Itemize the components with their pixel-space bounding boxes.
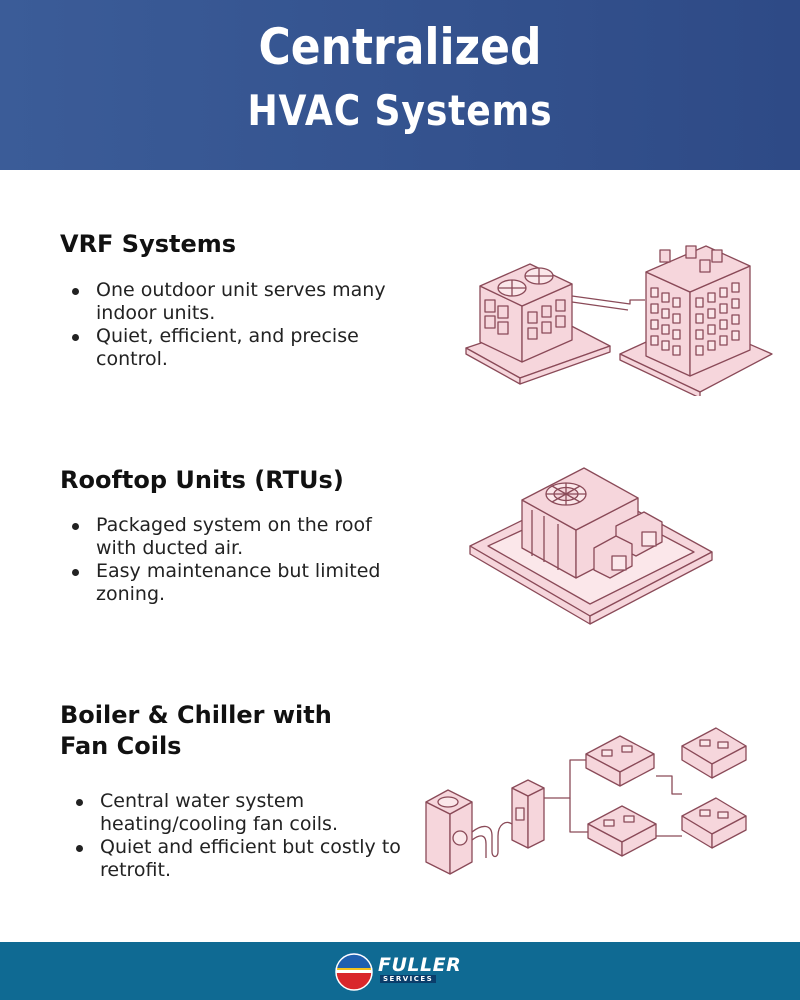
logo-wordmark: FULLER bbox=[378, 954, 462, 976]
bullet-list-boiler-chiller: Central water system heating/cooling fan… bbox=[74, 790, 404, 882]
section-title-boiler-chiller-line2: Fan Coils bbox=[60, 732, 182, 760]
bullet-item: Quiet, efficient, and precise control. bbox=[70, 325, 410, 371]
bullet-item: Central water system heating/cooling fan… bbox=[74, 790, 404, 836]
section-title-rtu: Rooftop Units (RTUs) bbox=[60, 466, 344, 494]
page-title-line1: Centralized bbox=[258, 18, 542, 76]
bullet-item: One outdoor unit serves many indoor unit… bbox=[70, 279, 410, 325]
page-header: Centralized HVAC Systems bbox=[0, 0, 800, 170]
boiler-chiller-illustration bbox=[425, 727, 747, 875]
bullet-list-rtu: Packaged system on the roof with ducted … bbox=[70, 514, 390, 606]
page-title-line2: HVAC Systems bbox=[247, 86, 553, 135]
logo-tagline: SERVICES bbox=[380, 975, 437, 983]
bullet-list-vrf: One outdoor unit serves many indoor unit… bbox=[70, 279, 410, 371]
vrf-illustration bbox=[465, 245, 773, 396]
rtu-illustration bbox=[469, 467, 713, 625]
fuller-logo-icon bbox=[335, 952, 373, 991]
bullet-item: Quiet and efficient but costly to retrof… bbox=[74, 836, 404, 882]
section-title-vrf: VRF Systems bbox=[60, 230, 237, 258]
bullet-item: Packaged system on the roof with ducted … bbox=[70, 514, 390, 560]
bullet-item: Easy maintenance but limited zoning. bbox=[70, 560, 390, 606]
section-title-boiler-chiller-line1: Boiler & Chiller with bbox=[60, 701, 332, 729]
page-footer: FULLER SERVICES bbox=[0, 942, 800, 1000]
